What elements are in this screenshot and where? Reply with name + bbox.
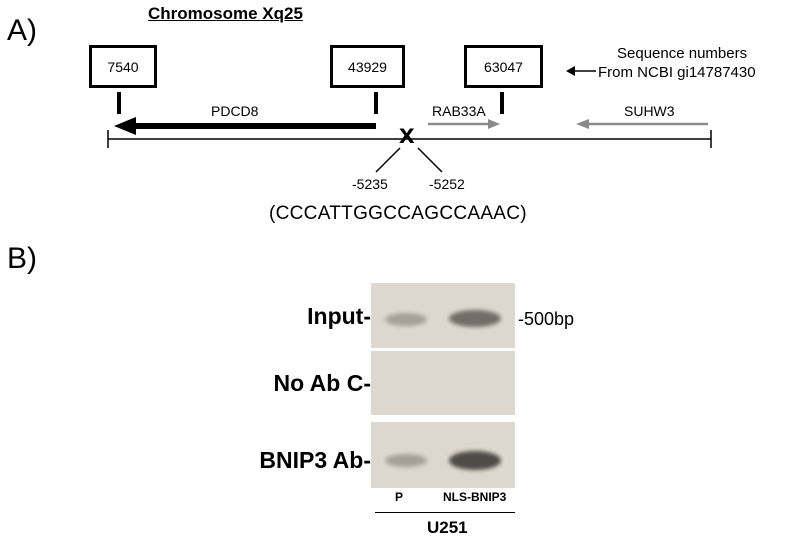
gel-strip-bnip3-ab <box>371 422 515 488</box>
suhw3-arrow-head <box>576 119 589 129</box>
band-bnip3-p <box>385 454 427 467</box>
note-line-1: Sequence numbers <box>617 45 748 62</box>
gene-label-rab33a: RAB33A <box>432 103 486 119</box>
panel-a-label: A) <box>7 14 37 47</box>
row-label-no-ab: No Ab C- <box>273 370 371 396</box>
lane-label-p: P <box>395 490 404 504</box>
pdcd8-arrow-head <box>114 117 136 135</box>
panel-b-label: B) <box>7 242 37 275</box>
sequence-box-7540: 7540 <box>89 45 157 88</box>
cell-line-bracket <box>375 512 515 513</box>
lane-label-nls-bnip3: NLS-BNIP3 <box>443 490 507 504</box>
gene-label-pdcd8: PDCD8 <box>211 103 259 119</box>
band-input-p <box>385 313 427 326</box>
gel-strip-no-ab <box>371 351 515 415</box>
row-label-input: Input- <box>307 303 371 329</box>
binding-site-marker: x <box>399 118 415 149</box>
band-input-nls <box>449 310 501 327</box>
size-marker-500bp: -500bp <box>518 309 575 329</box>
binding-sequence: (CCCATTGGCCAGCCAAAC) <box>269 203 527 224</box>
position-left: -5235 <box>352 176 388 192</box>
pointer-line-right <box>417 147 443 173</box>
rab33a-arrow-head <box>488 119 500 129</box>
position-right: -5252 <box>429 176 465 192</box>
gene-map-diagram <box>107 66 712 173</box>
sequence-number-43929: 43929 <box>348 58 387 75</box>
band-bnip3-nls <box>449 451 501 470</box>
cell-line-label: U251 <box>427 518 468 537</box>
chromosome-title: Chromosome Xq25 <box>148 4 303 23</box>
sequence-box-43929: 43929 <box>330 45 405 88</box>
sequence-number-63047: 63047 <box>484 58 523 75</box>
gel-strip-input <box>371 283 515 348</box>
note-arrow-head <box>566 66 575 76</box>
sequence-box-63047: 63047 <box>464 45 543 88</box>
sequence-number-7540: 7540 <box>107 58 139 75</box>
note-line-2: From NCBI gi14787430 <box>598 64 756 81</box>
gene-label-suhw3: SUHW3 <box>624 103 675 119</box>
row-label-bnip3-ab: BNIP3 Ab- <box>259 447 371 473</box>
pointer-line-left <box>375 147 401 173</box>
